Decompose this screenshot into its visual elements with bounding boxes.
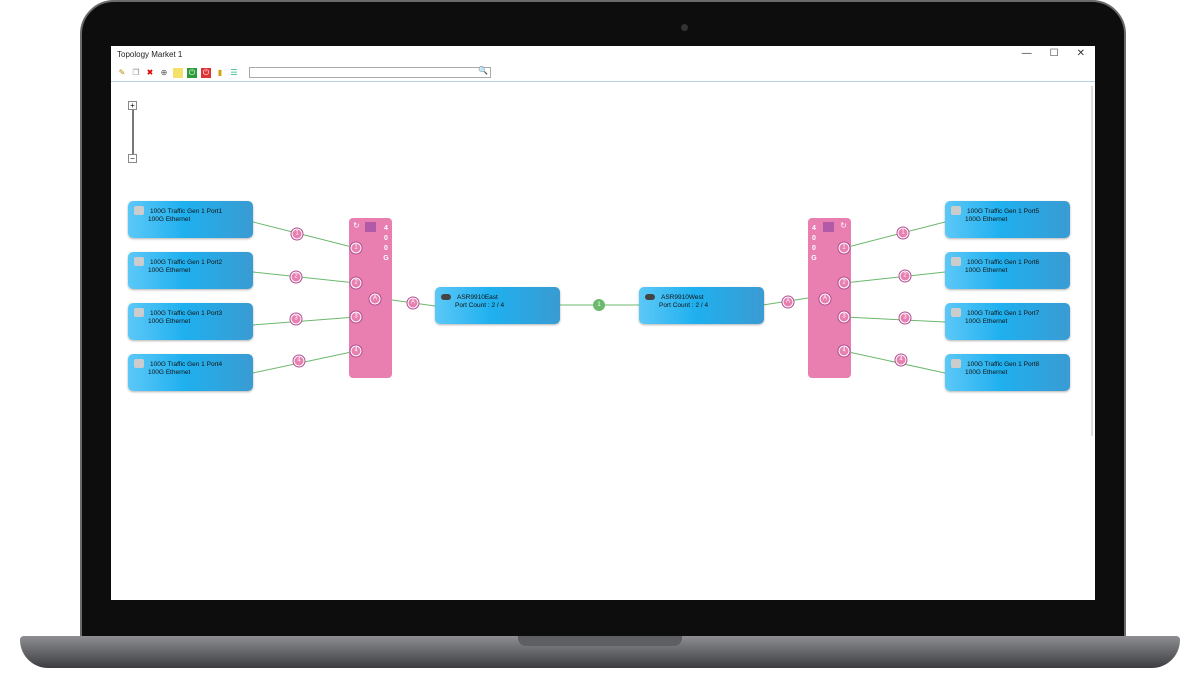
link [252, 316, 357, 326]
refresh-icon[interactable]: ↻ [353, 221, 360, 230]
core-link-badge[interactable]: 1 [593, 299, 605, 311]
node-name: 100G Traffic Gen 1 Port5 [967, 208, 1040, 215]
pencil-icon[interactable]: ✎ [118, 67, 126, 77]
node-type: 100G Ethernet [965, 216, 1008, 223]
device-icon [951, 257, 961, 266]
mux-port[interactable]: 1 [350, 242, 362, 254]
link [843, 316, 946, 323]
mux-port[interactable]: 1 [838, 242, 850, 254]
link [843, 221, 946, 249]
node-name: 100G Traffic Gen 1 Port3 [150, 310, 223, 317]
mux-aggregate-port[interactable]: A [369, 293, 381, 305]
node-name: ASR9910East [457, 294, 498, 301]
node-name: 100G Traffic Gen 1 Port6 [967, 259, 1040, 266]
title-bar: Topology Market 1 — ☐ ✕ [111, 46, 1095, 64]
mux-port[interactable]: 2 [350, 277, 362, 289]
node-name: 100G Traffic Gen 1 Port2 [150, 259, 223, 266]
power-off-icon[interactable]: ⏻ [201, 67, 211, 78]
mux-port[interactable]: 2 [838, 277, 850, 289]
link-badge[interactable]: 2 [899, 270, 911, 282]
link-badge[interactable]: 3 [899, 312, 911, 324]
zoom-in-button[interactable]: + [128, 101, 137, 110]
node-type: 100G Ethernet [965, 369, 1008, 376]
minimize-button[interactable]: — [1021, 48, 1032, 59]
zoom-slider[interactable]: + − [128, 101, 138, 163]
mux-port[interactable]: 3 [350, 311, 362, 323]
link-badge[interactable]: 4 [895, 354, 907, 366]
add-note-icon[interactable] [173, 67, 183, 78]
chart-icon[interactable]: ▮ [217, 67, 223, 77]
close-button[interactable]: ✕ [1076, 48, 1085, 59]
device-icon [951, 359, 961, 368]
power-on-icon[interactable]: ⏻ [187, 67, 197, 78]
node-name: ASR9910West [661, 294, 704, 301]
node-type: 100G Ethernet [965, 318, 1008, 325]
router-icon [441, 294, 451, 300]
node-type: 100G Ethernet [148, 318, 191, 325]
link [252, 350, 357, 374]
node-name: 100G Traffic Gen 1 Port8 [967, 361, 1040, 368]
search-input[interactable]: 🔍 [249, 66, 491, 78]
search-icon[interactable]: 🔍 [478, 66, 488, 75]
toolbar: ✎ ❐ ✖ ⊕ ⏻ ⏻ ▮ ☰ 🔍 [111, 64, 1095, 82]
node-type: 100G Ethernet [148, 267, 191, 274]
vertical-scrollbar[interactable] [1091, 86, 1093, 436]
zoom-out-button[interactable]: − [128, 154, 137, 163]
node-type: 100G Ethernet [148, 216, 191, 223]
port-count: Port Count : 2 / 4 [455, 302, 505, 309]
port-count: Port Count : 2 / 4 [659, 302, 709, 309]
mux-icon [823, 222, 834, 232]
laptop-notch [518, 636, 682, 646]
mux-aggregate-port[interactable]: A [819, 293, 831, 305]
router-icon [645, 294, 655, 300]
device-icon [134, 308, 144, 317]
node-name: 100G Traffic Gen 1 Port4 [150, 361, 223, 368]
mux-port[interactable]: 4 [350, 345, 362, 357]
link-badge[interactable]: 1 [897, 227, 909, 239]
link-badge[interactable]: 3 [290, 313, 302, 325]
node-type: 100G Ethernet [965, 267, 1008, 274]
delete-icon[interactable]: ✖ [146, 67, 154, 77]
zoom-track[interactable] [132, 110, 134, 154]
link-badge[interactable]: A [782, 296, 794, 308]
mux-port[interactable]: 3 [838, 311, 850, 323]
node-type: 100G Ethernet [148, 369, 191, 376]
device-icon [951, 308, 961, 317]
link [843, 271, 946, 284]
link-badge[interactable]: 1 [291, 228, 303, 240]
link-badge[interactable]: 2 [290, 271, 302, 283]
settings-sliders-icon[interactable]: ☰ [230, 67, 238, 77]
target-icon[interactable]: ⊕ [160, 67, 168, 77]
device-icon [951, 206, 961, 215]
node-name: 100G Traffic Gen 1 Port7 [967, 310, 1040, 317]
link-badge[interactable]: 4 [293, 355, 305, 367]
link [252, 221, 357, 249]
mux-icon [365, 222, 376, 232]
camera [681, 24, 688, 31]
link [252, 271, 357, 284]
node-name: 100G Traffic Gen 1 Port1 [150, 208, 223, 215]
device-icon [134, 359, 144, 368]
link-badge[interactable]: A [407, 297, 419, 309]
link [843, 350, 946, 374]
window-title: Topology Market 1 [117, 50, 183, 59]
device-icon [134, 206, 144, 215]
mux-port[interactable]: 4 [838, 345, 850, 357]
maximize-button[interactable]: ☐ [1049, 48, 1059, 59]
copy-icon[interactable]: ❐ [132, 67, 140, 77]
device-icon [134, 257, 144, 266]
refresh-icon[interactable]: ↻ [840, 221, 847, 230]
